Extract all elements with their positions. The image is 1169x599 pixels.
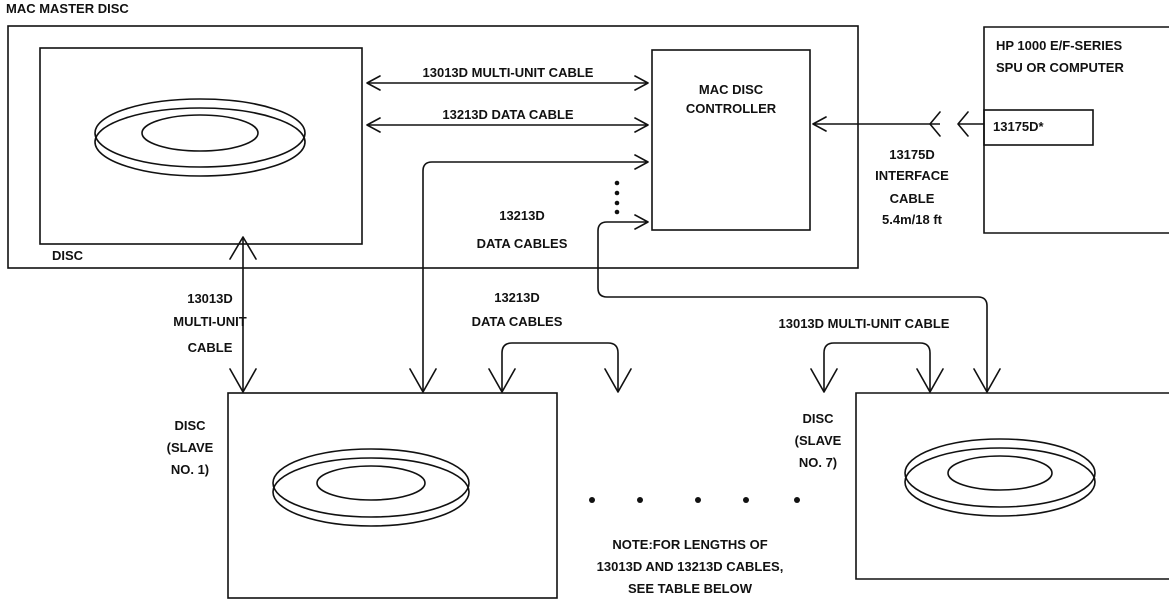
slave7-label-line2: (SLAVE (795, 433, 842, 448)
multi-unit-cable-top-label: 13013D MULTI-UNIT CABLE (423, 65, 594, 80)
master-platter-icon (94, 98, 306, 177)
slave1-label-line3: NO. 1) (171, 462, 209, 477)
more-slaves-dots (589, 497, 800, 503)
master-disc-label: DISC (52, 248, 84, 263)
data-cables-lower-line1: 13213D (494, 290, 540, 305)
multi-unit-right-label: 13013D MULTI-UNIT CABLE (779, 316, 950, 331)
data-cable-top-label: 13213D DATA CABLE (442, 107, 574, 122)
data-cables-mid-line2: DATA CABLES (477, 236, 568, 251)
master-disc-enclosure (7, 25, 859, 269)
note-line2: 13013D AND 13213D CABLES, (597, 559, 784, 574)
multi-unit-cable-top (366, 75, 649, 91)
interface-cable-line1: 13175D (889, 147, 935, 162)
spu-label-line2: SPU OR COMPUTER (996, 60, 1124, 75)
data-cable-top (366, 117, 649, 133)
data-cable-chain-bracket (488, 342, 632, 393)
slave7-label-line1: DISC (802, 411, 834, 426)
slave7-label-line3: NO. 7) (799, 455, 837, 470)
multi-unit-cable-to-slave1 (229, 236, 257, 393)
controller-label-line2: CONTROLLER (686, 101, 777, 116)
interface-cable-line3: CABLE (890, 191, 935, 206)
slave7-disc-box (855, 392, 1169, 580)
interface-cable-line2: INTERFACE (875, 168, 949, 183)
interface-cable-line4: 5.4m/18 ft (882, 212, 943, 227)
data-cables-mid-line1: 13213D (499, 208, 545, 223)
slave1-label-line2: (SLAVE (167, 440, 214, 455)
slave7-platter-icon (904, 438, 1096, 517)
controller-label-line1: MAC DISC (699, 82, 764, 97)
multi-unit-left-line2: MULTI-UNIT (173, 314, 246, 329)
multi-unit-left-line1: 13013D (187, 291, 233, 306)
ellipsis-dots (614, 180, 620, 215)
master-title: MAC MASTER DISC (6, 1, 129, 16)
note-line3: SEE TABLE BELOW (628, 581, 753, 596)
slave1-disc-box (227, 392, 558, 599)
multi-unit-left-line3: CABLE (188, 340, 233, 355)
note-line1: NOTE:FOR LENGTHS OF (612, 537, 767, 552)
disc-controller-box (651, 49, 811, 231)
data-cable-to-slave7 (597, 214, 1001, 393)
spu-label-line1: HP 1000 E/F-SERIES (996, 38, 1123, 53)
data-cables-lower-line2: DATA CABLES (472, 314, 563, 329)
data-cable-to-slave1 (409, 154, 649, 393)
multi-unit-cable-chain-bracket (810, 342, 944, 393)
slave1-label-line1: DISC (174, 418, 206, 433)
master-disc-drive-box (39, 47, 363, 245)
interface-card-label: 13175D* (993, 119, 1045, 134)
interface-card-box (983, 109, 1094, 146)
slave1-platter-icon (272, 448, 470, 527)
interface-cable (812, 111, 984, 137)
